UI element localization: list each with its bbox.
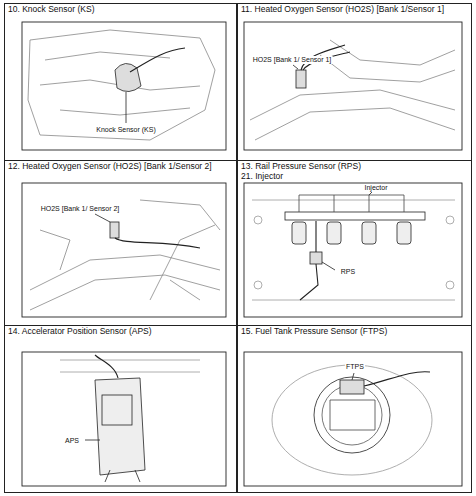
- panel-cell: 13. Rail Pressure Sensor (RPS)21. Inject…: [237, 160, 472, 326]
- part-label: FTPS: [345, 363, 365, 371]
- drawing-stroke: [95, 378, 145, 475]
- panel-cell: 11. Heated Oxygen Sensor (HO2S) [Bank 1/…: [237, 3, 472, 161]
- knock-sensor-illustration: [28, 30, 215, 140]
- panel-heading: 15. Fuel Tank Pressure Sensor (FTPS): [238, 326, 390, 336]
- drawing-stroke: [22, 352, 226, 486]
- accelerator-pedal-illustration: [60, 355, 200, 482]
- part-label: Knock Sensor (KS): [95, 126, 157, 134]
- drawing-stroke: [110, 222, 119, 238]
- panel-heading: 11. Heated Oxygen Sensor (HO2S) [Bank 1/…: [238, 4, 447, 14]
- drawing-stroke: [115, 238, 200, 248]
- oxygen-sensor-2-illustration: [30, 200, 220, 310]
- part-label: RPS: [340, 268, 356, 276]
- drawing-stroke: [102, 395, 132, 425]
- panel-heading: 14. Accelerator Position Sensor (APS): [5, 326, 155, 336]
- drawing-stroke: [446, 281, 454, 289]
- drawing-stroke: [397, 222, 411, 244]
- drawing-stroke: [272, 365, 432, 475]
- panel-heading: 10. Knock Sensor (KS): [5, 4, 97, 14]
- drawing-stroke: [95, 355, 118, 378]
- drawing-stroke: [22, 183, 226, 317]
- drawing-stroke: [40, 52, 200, 115]
- drawing-stroke: [330, 400, 375, 430]
- drawing-stroke: [310, 252, 322, 264]
- drawing-stroke: [300, 221, 318, 300]
- panel-heading: 12. Heated Oxygen Sensor (HO2S) [Bank 1/…: [5, 161, 215, 171]
- drawing-stroke: [446, 216, 454, 224]
- drawing-stroke: [140, 200, 220, 300]
- part-label: Injector: [364, 184, 389, 192]
- drawing-stroke: [327, 222, 341, 244]
- drawing-stroke: [22, 22, 226, 150]
- drawing-stroke: [244, 183, 462, 317]
- drawing-stroke: [285, 212, 425, 220]
- drawing-stroke: [60, 360, 200, 372]
- drawing-stroke: [340, 380, 364, 394]
- drawing-stroke: [369, 192, 372, 195]
- oxygen-sensor-1-illustration: [250, 40, 455, 140]
- drawing-stroke: [292, 222, 306, 244]
- part-label: APS: [64, 437, 80, 445]
- panel-heading: 21. Injector: [238, 171, 286, 181]
- drawing-stroke: [105, 470, 140, 482]
- drawing-stroke: [314, 377, 390, 453]
- drawing-stroke: [364, 372, 430, 386]
- drawing-stroke: [130, 48, 185, 72]
- drawing-stroke: [40, 230, 200, 300]
- drawing-stroke: [252, 200, 455, 300]
- drawing-stroke: [95, 214, 110, 222]
- drawing-stroke: [244, 22, 462, 150]
- drawing-stroke: [322, 262, 335, 270]
- drawing-stroke: [28, 30, 215, 140]
- part-label: HO2S [Bank 1/ Sensor 1]: [252, 56, 333, 64]
- drawing-stroke: [126, 92, 127, 123]
- drawing-stroke: [362, 222, 376, 244]
- panel-cell: 15. Fuel Tank Pressure Sensor (FTPS): [237, 325, 472, 493]
- drawing-stroke: [296, 70, 306, 88]
- drawing-stroke: [254, 281, 262, 289]
- drawing-stroke: [85, 440, 100, 441]
- drawing-stroke: [30, 255, 220, 310]
- part-label: HO2S [Bank 1/ Sensor 2]: [40, 205, 121, 213]
- drawing-stroke: [254, 216, 262, 224]
- fuel-rail-illustration: [252, 192, 455, 300]
- drawing-stroke: [293, 65, 298, 69]
- fuel-tank-illustration: [272, 365, 432, 475]
- panel-cell: 10. Knock Sensor (KS): [4, 3, 237, 161]
- drawing-stroke: [352, 373, 354, 380]
- drawing-stroke: [244, 352, 462, 486]
- panel-cell: 12. Heated Oxygen Sensor (HO2S) [Bank 1/…: [4, 160, 237, 326]
- drawing-stroke: [299, 195, 404, 212]
- panel-heading: 13. Rail Pressure Sensor (RPS): [238, 161, 364, 171]
- panel-cell: 14. Accelerator Position Sensor (APS): [4, 325, 237, 493]
- picture-frames: [22, 22, 462, 486]
- drawing-stroke: [250, 90, 455, 140]
